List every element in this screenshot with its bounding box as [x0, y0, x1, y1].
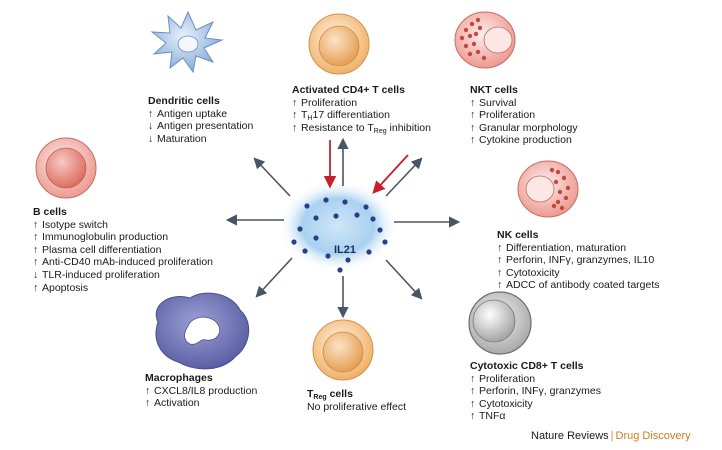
effect-line: ↓Maturation [148, 132, 207, 145]
treg-cells-block: TReg cells No proliferative effect [307, 388, 406, 413]
effect-line: ↑Perforin, INFγ, granzymes [470, 385, 601, 398]
effect-line: ↑Survival [470, 96, 517, 109]
effect-line: ↑Plasma cell differentiation [33, 243, 162, 256]
arrow-to-macrophages [255, 257, 293, 298]
macrophage-icon [155, 292, 250, 370]
nkt-cells-block: NKT cells ↑Survival ↑Proliferation ↑Gran… [470, 84, 578, 147]
effect-line: ↑Granular morphology [470, 121, 578, 134]
effect-line: ↑Apoptosis [33, 281, 89, 294]
il21-cluster [278, 180, 398, 273]
macrophages-title: Macrophages [145, 372, 213, 384]
feedback-arrows [323, 140, 409, 194]
effect-line: ↑Proliferation [292, 96, 358, 109]
il21-particles [291, 197, 388, 273]
b-cell-icon [35, 137, 97, 199]
journal-credit: Nature Reviews|Drug Discovery [531, 430, 691, 442]
journal-name: Nature Reviews [531, 430, 609, 442]
effect-line: ↑Immunoglobulin production [33, 231, 169, 244]
cd8-t-cells-block: Cytotoxic CD8+ T cells ↑Proliferation ↑P… [470, 360, 601, 423]
effect-line: ↑TNFα [470, 410, 506, 423]
treg-cells-title: TReg cells [307, 388, 353, 401]
effect-line: ↓TLR-induced proliferation [33, 268, 160, 281]
nkt-cell-icon [454, 11, 516, 69]
arrow-to-nkt [385, 157, 423, 197]
cd4-t-cell-icon [308, 13, 370, 75]
nk-cells-title: NK cells [497, 229, 539, 241]
red-arrow-from-nkt [372, 154, 409, 194]
effect-line: ↑Differentiation, maturation [497, 241, 627, 254]
effect-line: ↑Isotype switch [33, 218, 108, 231]
cd8-t-cells-title: Cytotoxic CD8+ T cells [470, 360, 584, 372]
effect-line: ↑Perforin, INFγ, granzymes, IL10 [497, 254, 655, 267]
effect-line: ↑Antigen uptake [148, 107, 228, 120]
effect-line: ↑TH17 differentiation [292, 109, 390, 123]
nkt-cells-title: NKT cells [470, 84, 518, 96]
b-cells-title: B cells [33, 206, 67, 218]
credit-divider: | [610, 430, 614, 442]
dendritic-cell-icon [150, 10, 224, 74]
effect-line: ↑Cytokine production [470, 134, 572, 147]
effect-line: ↑CXCL8/IL8 production [145, 384, 258, 397]
arrow-to-dendritic [253, 157, 291, 197]
effect-line: ↑Activation [145, 397, 200, 410]
il21-glow [278, 180, 398, 272]
effect-line: ↑ADCC of antibody coated targets [497, 279, 660, 292]
signal-arrows [225, 137, 461, 319]
nk-cell-icon [517, 160, 579, 218]
effect-line: ↑Cytotoxicity [470, 397, 533, 410]
journal-section: Drug Discovery [615, 430, 691, 442]
effect-line: No proliferative effect [307, 400, 407, 413]
cd4-t-cells-title: Activated CD4+ T cells [292, 84, 405, 96]
arrow-to-cd8 [385, 259, 423, 300]
effect-line: ↑Proliferation [470, 109, 536, 122]
il21-label: IL21 [334, 244, 357, 256]
effect-line: ↑Proliferation [470, 372, 536, 385]
dendritic-cells-title: Dendritic cells [148, 95, 220, 107]
treg-cell-icon [312, 319, 374, 381]
effect-line: ↓Antigen presentation [148, 120, 254, 133]
cd8-t-cell-icon [468, 291, 532, 355]
cd4-t-cells-block: Activated CD4+ T cells ↑Proliferation ↑T… [292, 84, 431, 135]
effect-line: ↑Anti-CD40 mAb-induced proliferation [33, 256, 213, 269]
dendritic-cells-block: Dendritic cells ↑Antigen uptake ↓Antigen… [148, 95, 253, 145]
effect-line: ↑Cytotoxicity [497, 266, 560, 279]
nk-cells-block: NK cells ↑Differentiation, maturation ↑P… [497, 229, 660, 292]
macrophages-block: Macrophages ↑CXCL8/IL8 production ↑Activ… [145, 372, 257, 410]
b-cells-block: B cells ↑Isotype switch ↑Immunoglobulin … [33, 206, 213, 294]
effect-line: ↑Resistance to TReg inhibition [292, 121, 431, 135]
